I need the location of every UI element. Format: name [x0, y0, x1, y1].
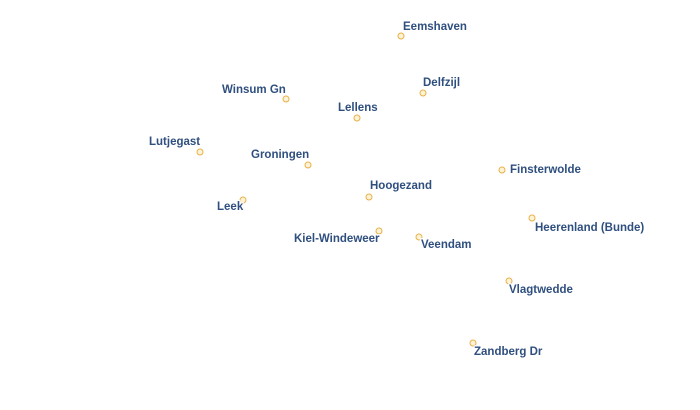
place-marker[interactable] — [375, 227, 383, 235]
place-label: Groningen — [251, 149, 310, 161]
place-label: Hoogezand — [370, 180, 432, 192]
place-label: Finsterwolde — [510, 164, 581, 176]
place-label: Veendam — [421, 239, 472, 251]
place-marker[interactable] — [282, 95, 290, 103]
place-marker[interactable] — [365, 193, 373, 201]
place-label: Winsum Gn — [222, 84, 286, 96]
place-label: Kiel-Windeweer — [294, 233, 380, 245]
place-marker[interactable] — [304, 161, 312, 169]
place-label: Eemshaven — [403, 21, 467, 33]
place-marker[interactable] — [469, 339, 477, 347]
place-marker[interactable] — [196, 148, 204, 156]
place-marker[interactable] — [397, 32, 405, 40]
place-label: Zandberg Dr — [474, 346, 543, 358]
place-label: Lellens — [338, 102, 378, 114]
place-label: Heerenland (Bunde) — [535, 222, 645, 234]
place-marker[interactable] — [505, 277, 513, 285]
place-label: Leek — [217, 201, 244, 213]
place-label: Vlagtwedde — [509, 284, 573, 296]
place-marker[interactable] — [239, 196, 247, 204]
place-marker[interactable] — [353, 114, 361, 122]
place-label: Lutjegast — [149, 136, 201, 148]
place-marker[interactable] — [498, 166, 506, 174]
place-label: Delfzijl — [423, 77, 461, 89]
place-marker[interactable] — [415, 233, 423, 241]
place-marker[interactable] — [528, 214, 536, 222]
place-marker[interactable] — [419, 89, 427, 97]
